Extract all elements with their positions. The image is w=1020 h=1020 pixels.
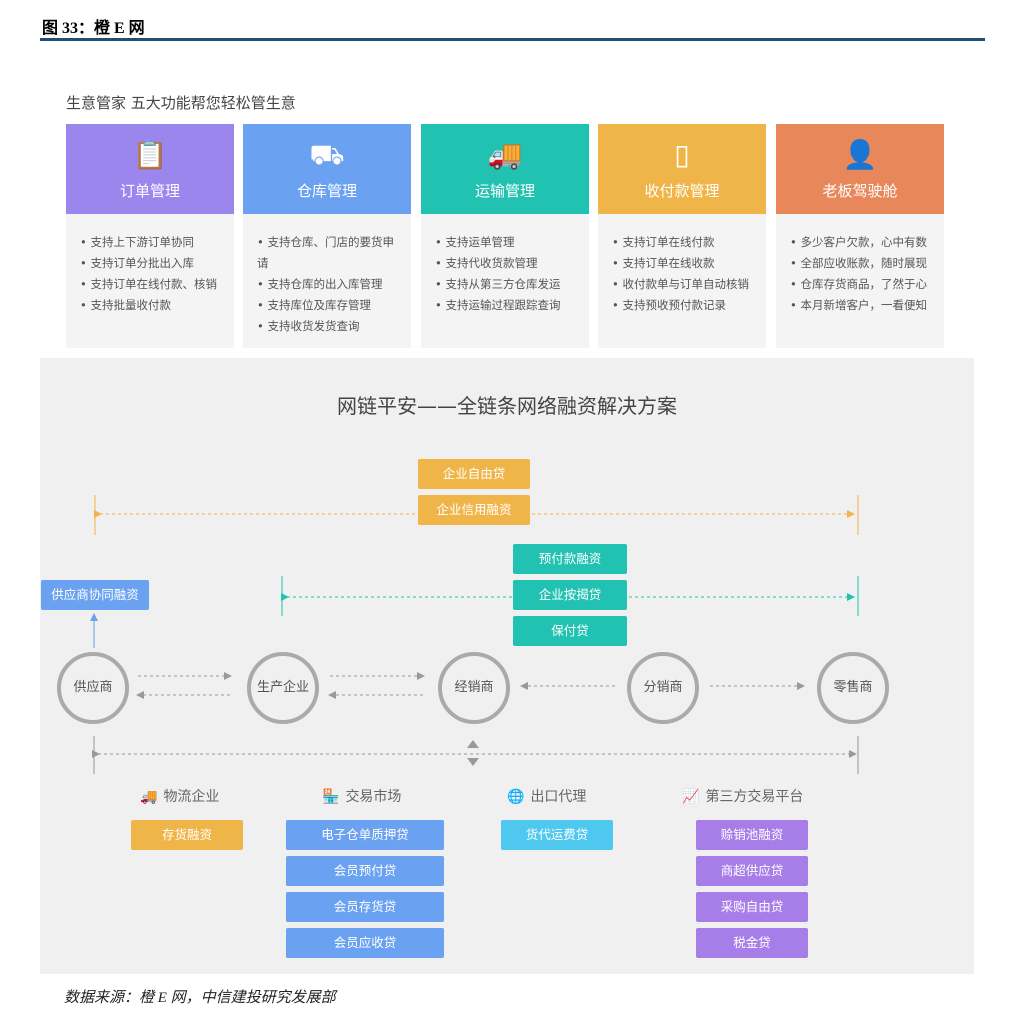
loan-box: 赊销池融资 (696, 820, 808, 850)
diagram-title: 网链平安——全链条网络融资解决方案 (337, 394, 677, 418)
feature-item: 支持批量收付款 (80, 295, 224, 316)
feature-card: 🚚 运输管理支持运单管理支持代收货款管理支持从第三方仓库发运支持运输过程跟踪查询 (421, 124, 589, 348)
loan-box: 企业自由贷 (418, 459, 530, 489)
feature-item: 支持库位及库存管理 (257, 295, 401, 316)
feature-card: ⛟ 仓库管理支持仓库、门店的要货申请支持仓库的出入库管理支持库位及库存管理支持收… (243, 124, 411, 348)
loan-box: 商超供应贷 (696, 856, 808, 886)
loan-box: 税金贷 (696, 928, 808, 958)
category-label: 🚚 物流企业 (140, 786, 219, 806)
chain-node: 经销商 (438, 652, 510, 724)
feature-item: 支持代收货款管理 (435, 253, 579, 274)
feature-item: 全部应收账款，随时展现 (790, 253, 934, 274)
section-subtitle: 生意管家 五大功能帮您轻松管生意 (66, 94, 296, 112)
loan-box: 货代运费贷 (501, 820, 613, 850)
loan-box: 电子仓单质押贷 (286, 820, 444, 850)
chain-node: 分销商 (627, 652, 699, 724)
feature-card-header: 📋 订单管理 (66, 124, 234, 214)
category-label: 🏪 交易市场 (322, 786, 401, 806)
loan-box: 企业信用融资 (418, 495, 530, 525)
category-name: 出口代理 (530, 789, 587, 805)
truck-icon: 🚚 (487, 138, 523, 171)
feature-item: 支持订单在线收款 (612, 253, 756, 274)
feature-item: 支持预收预付款记录 (612, 295, 756, 316)
category-label: 🌐 出口代理 (507, 786, 586, 806)
category-name: 交易市场 (345, 789, 402, 805)
feature-item: 支持收货发货查询 (257, 316, 401, 337)
source-note: 数据来源：橙 E 网，中信建投研究发展部 (64, 990, 336, 1006)
feature-card: ▯ 收付款管理支持订单在线付款支持订单在线收款收付款单与订单自动核销支持预收预付… (598, 124, 766, 348)
feature-item: 支持从第三方仓库发运 (435, 274, 579, 295)
feature-card-title: 订单管理 (119, 182, 180, 200)
feature-card-title: 老板驾驶舱 (822, 182, 898, 200)
chain-node: 生产企业 (247, 652, 319, 724)
feature-item: 本月新增客户，一看便知 (790, 295, 934, 316)
category-label: 📈 第三方交易平台 (682, 786, 803, 806)
chain-node: 供应商 (57, 652, 129, 724)
loan-box: 采购自由贷 (696, 892, 808, 922)
chain-node: 零售商 (817, 652, 889, 724)
category-name: 第三方交易平台 (705, 789, 804, 805)
feature-item: 支持订单在线付款 (612, 232, 756, 253)
feature-item: 支持订单在线付款、核销 (80, 274, 224, 295)
feature-item: 支持运单管理 (435, 232, 579, 253)
truck-icon: 🚚 (140, 789, 158, 805)
feature-card-title: 收付款管理 (644, 182, 720, 200)
feature-item: 支持仓库、门店的要货申请 (257, 232, 401, 274)
category-name: 物流企业 (163, 789, 220, 805)
feature-item: 多少客户欠款，心中有数 (790, 232, 934, 253)
tablet-hand-icon: ▯ (674, 138, 690, 171)
feature-item: 支持仓库的出入库管理 (257, 274, 401, 295)
globe-icon: 🌐 (507, 789, 525, 805)
feature-item: 支持订单分批出入库 (80, 253, 224, 274)
businessman-icon: 👤 (842, 138, 878, 171)
market-icon: 🏪 (322, 789, 340, 805)
loan-box: 会员应收贷 (286, 928, 444, 958)
hand-truck-icon: ⛟ (309, 138, 345, 171)
clipboard-icon: 📋 (132, 138, 168, 171)
loan-box: 预付款融资 (513, 544, 627, 574)
diagram-panel: 网链平安——全链条网络融资解决方案 企业自由贷企业信用融资预付款融资企业按揭贷保… (40, 358, 974, 974)
loan-box: 存货融资 (131, 820, 243, 850)
feature-card-title: 仓库管理 (296, 182, 357, 200)
feature-card-header: 👤 老板驾驶舱 (776, 124, 944, 214)
feature-card: 👤 老板驾驶舱多少客户欠款，心中有数全部应收账款，随时展现仓库存货商品，了然于心… (776, 124, 944, 348)
loan-box: 会员存货贷 (286, 892, 444, 922)
title-rule (40, 38, 985, 41)
loan-box: 保付贷 (513, 616, 627, 646)
loan-box: 供应商协同融资 (41, 580, 149, 610)
feature-item: 支持运输过程跟踪查询 (435, 295, 579, 316)
orange-range-arrow (94, 495, 859, 535)
feature-card-header: 🚚 运输管理 (421, 124, 589, 214)
feature-card-header: ▯ 收付款管理 (598, 124, 766, 214)
feature-card-title: 运输管理 (474, 182, 535, 200)
feature-item: 收付款单与订单自动核销 (612, 274, 756, 295)
feature-item: 支持上下游订单协同 (80, 232, 224, 253)
loan-box: 会员预付贷 (286, 856, 444, 886)
figure-label: 图 33：橙 E 网 (42, 20, 145, 37)
presentation-icon: 📈 (682, 789, 700, 805)
feature-item: 仓库存货商品，了然于心 (790, 274, 934, 295)
loan-box: 企业按揭贷 (513, 580, 627, 610)
feature-card-header: ⛟ 仓库管理 (243, 124, 411, 214)
feature-card: 📋 订单管理支持上下游订单协同支持订单分批出入库支持订单在线付款、核销支持批量收… (66, 124, 234, 348)
